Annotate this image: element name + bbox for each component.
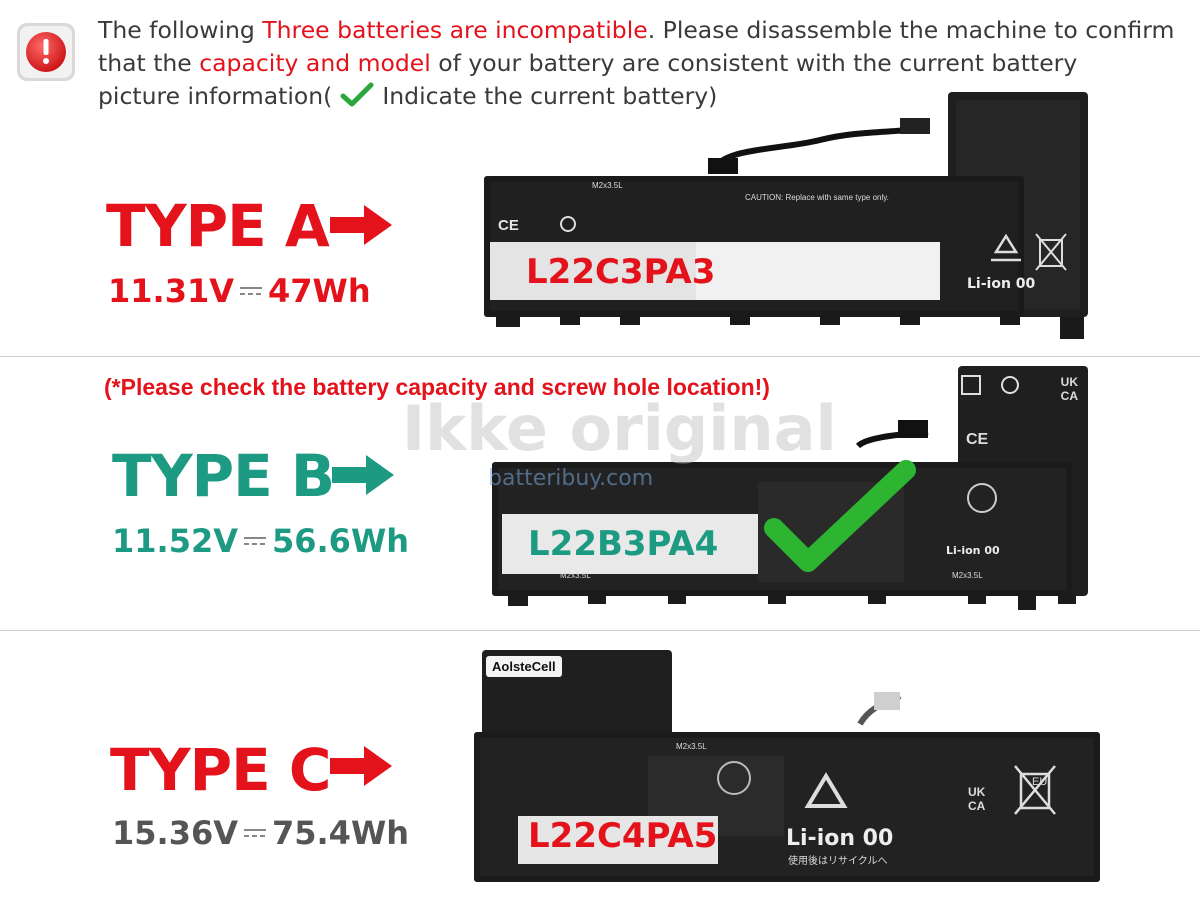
screw-label: M2x3.5L — [952, 571, 983, 580]
section-divider — [0, 630, 1200, 631]
arrow-right-icon — [330, 205, 392, 245]
svg-text:CA: CA — [968, 799, 986, 813]
header-text-part: of your battery are consistent with the … — [430, 49, 1078, 77]
alert-icon — [17, 23, 75, 81]
ce-mark-icon: CE — [966, 431, 989, 448]
recycle-icon — [991, 233, 1021, 262]
ukca-mark: UK — [1061, 375, 1079, 389]
header-text-part: picture information( — [98, 82, 333, 110]
header-highlight-capacity: capacity and model — [199, 49, 431, 77]
svg-text:CA: CA — [1061, 389, 1079, 403]
type-b-label: TYPE B — [112, 442, 335, 510]
type-b-model: L22B3PA4 — [528, 524, 719, 564]
type-a-model: L22C3PA3 — [526, 252, 716, 292]
battery-type-c-image: UK CA — [474, 650, 1100, 882]
checkmark-icon — [764, 460, 916, 572]
header-line-1: The following Three batteries are incomp… — [98, 14, 1198, 47]
type-a-label: TYPE A — [106, 192, 330, 260]
screw-label: M2x3.5L — [676, 742, 707, 751]
screw-label: M2x3.5L — [560, 571, 591, 580]
li-ion-label: Li-ion 00 — [786, 826, 894, 851]
header-line-3: picture information( Indicate the current… — [98, 80, 1198, 113]
type-c-voltage: 15.36V — [112, 814, 238, 852]
header-text-part: The following — [98, 16, 263, 44]
type-b-voltage: 11.52V — [112, 522, 238, 560]
crossed-bin-icon — [1035, 233, 1067, 271]
type-b-spec: 11.52V 56.6Wh — [112, 522, 409, 560]
type-c-spec: 15.36V 75.4Wh — [112, 814, 409, 852]
aolstecell-brand-label: AolsteCell — [486, 656, 562, 677]
dc-symbol-icon — [243, 827, 266, 839]
type-a-spec: 11.31V 47Wh — [108, 272, 371, 310]
checkmark-icon — [340, 82, 374, 107]
header-notice: The following Three batteries are incomp… — [98, 14, 1198, 113]
type-a-voltage: 11.31V — [108, 272, 234, 310]
screw-label: M2x3.5L — [592, 181, 623, 190]
recycle-icon — [804, 772, 848, 808]
type-c-label: TYPE C — [110, 736, 331, 804]
svg-text:CE: CE — [498, 217, 519, 234]
svg-text:UK: UK — [968, 785, 986, 799]
section-divider — [0, 356, 1200, 357]
dc-symbol-icon — [239, 285, 262, 297]
li-ion-label: Li-ion 00 — [946, 544, 1000, 557]
caution-text: CAUTION: Replace with same type only. — [745, 193, 889, 202]
header-line-2: that the capacity and model of your batt… — [98, 47, 1198, 80]
recycle-jp-text: 使用後はリサイクルへ — [788, 856, 888, 867]
type-c-model: L22C4PA5 — [528, 816, 718, 856]
header-highlight-incompatible: Three batteries are incompatible — [262, 16, 648, 44]
eu-mark: EU — [1032, 776, 1048, 788]
li-ion-label: Li-ion 00 — [967, 276, 1036, 292]
warning-text: (*Please check the battery capacity and … — [104, 374, 770, 400]
battery-type-a-image: CE — [484, 92, 1088, 339]
dc-symbol-icon — [243, 535, 266, 547]
header-text-part: that the — [98, 49, 200, 77]
type-a-energy: 47Wh — [267, 272, 371, 310]
watermark-text: Ikke original — [402, 392, 837, 465]
type-b-energy: 56.6Wh — [271, 522, 410, 560]
type-c-energy: 75.4Wh — [271, 814, 410, 852]
header-text-part: Indicate the current battery) — [382, 82, 718, 110]
header-text-part: . Please disassemble the machine to conf… — [647, 16, 1175, 44]
arrow-right-icon — [332, 455, 394, 495]
watermark-url: batteribuy.com — [488, 466, 654, 491]
crossed-bin-icon — [1014, 765, 1056, 815]
arrow-right-icon — [330, 746, 392, 786]
